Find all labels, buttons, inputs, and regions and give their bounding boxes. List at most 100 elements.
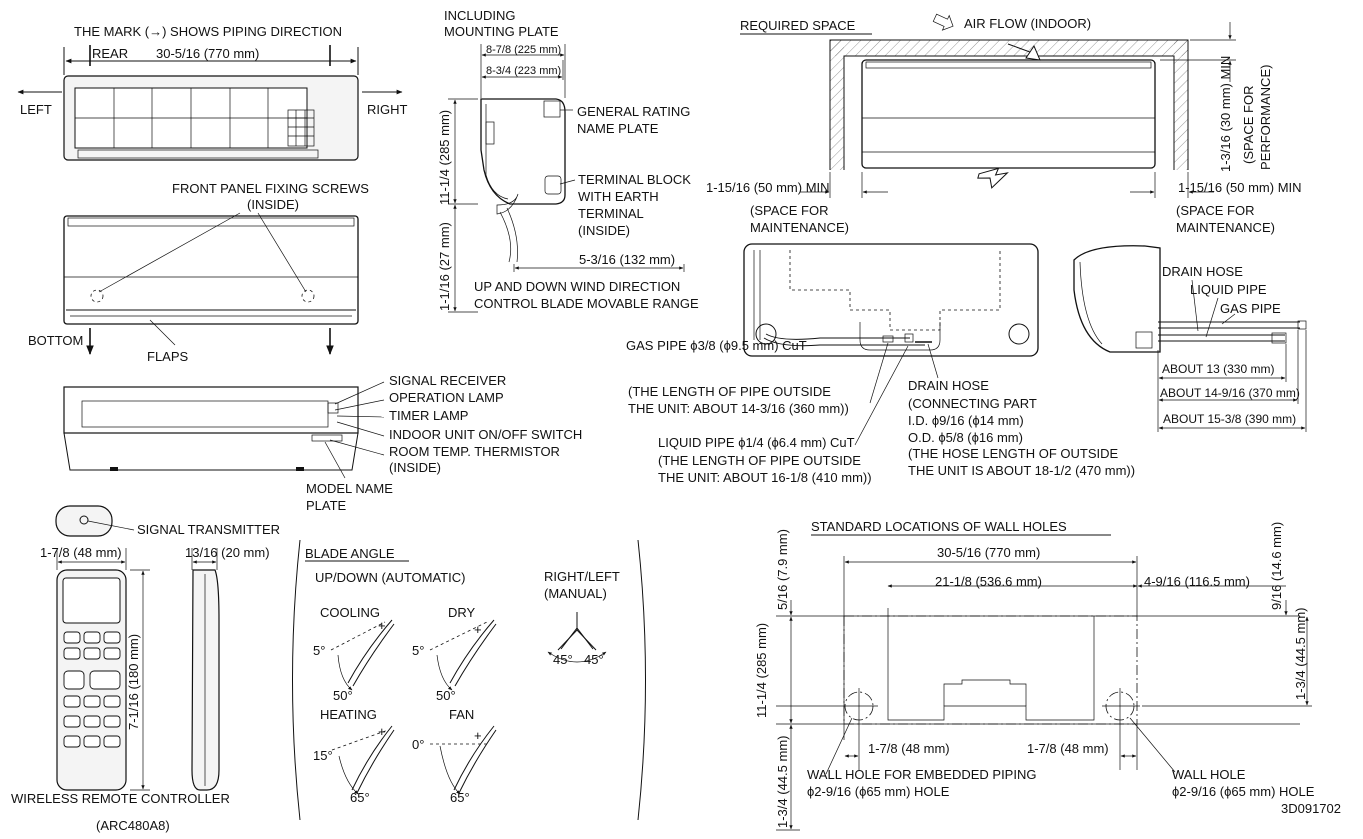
remote-display: [62, 577, 121, 624]
remote-controller: SIGNAL TRANSMITTER 1-7/8 (48 mm) 7-1/16 …: [11, 505, 280, 833]
flaps-label: FLAPS: [147, 349, 189, 364]
front-view: FRONT PANEL FIXING SCREWS (INSIDE) BOTTO…: [28, 181, 369, 364]
drain-hose-label-5: (THE HOSE LENGTH OF OUTSIDE: [908, 446, 1119, 461]
piping-view: GAS PIPE ϕ3/8 (ϕ9.5 mm) CuT (THE LENGTH …: [626, 243, 1135, 485]
air-flow-label: AIR FLOW (INDOOR): [964, 16, 1091, 31]
left-angle-45: 45°: [553, 652, 573, 667]
remote-keys: [63, 631, 121, 748]
right-label: RIGHT: [367, 102, 408, 117]
including-label: INCLUDING: [444, 8, 516, 23]
required-space-title: REQUIRED SPACE: [740, 18, 856, 33]
dry-label: DRY: [448, 605, 476, 620]
dry-angle-5: 5°: [412, 643, 424, 658]
blade-angle: BLADE ANGLE UP/DOWN (AUTOMATIC) RIGHT/LE…: [292, 539, 646, 821]
fan-plus: +: [474, 728, 482, 743]
right-angle-45: 45°: [584, 652, 604, 667]
liquid-pipe-label: LIQUID PIPE ϕ1/4 (ϕ6.4 mm) CuT: [658, 435, 855, 450]
fixing-screws-label: FRONT PANEL FIXING SCREWS: [172, 181, 369, 196]
gas-pipe-label-2: (THE LENGTH OF PIPE OUTSIDE: [628, 384, 831, 399]
blade-drop-dim: 1-1/16 (27 mm): [437, 222, 452, 311]
wall-height-dim: 11-1/4 (285 mm): [754, 623, 769, 718]
timer-lamp-label: TIMER LAMP: [389, 408, 468, 423]
depth-225-dim: 8-7/8 (225 mm): [486, 44, 561, 56]
dry-angle-50: 50°: [436, 688, 456, 703]
unit-in-space-outline: [861, 59, 1156, 169]
top-space-label-2: PERFORMANCE): [1258, 65, 1273, 170]
rating-plate-label-2: NAME PLATE: [577, 121, 659, 136]
fan-angle-0: 0°: [412, 737, 424, 752]
rear-label: REAR: [92, 46, 128, 61]
maintenance-left-label-2: MAINTENANCE): [750, 220, 849, 235]
drain-hose-label-6: THE UNIT IS ABOUT 18-1/2 (470 mm)): [908, 463, 1135, 478]
wall-hole-size: ϕ2-9/16 (ϕ65 mm) HOLE: [1172, 784, 1315, 799]
gas-pipe-label-3: THE UNIT: ABOUT 14-3/16 (360 mm)): [628, 401, 849, 416]
terminal-block-label: TERMINAL BLOCK: [578, 172, 691, 187]
remote-controller-title: WIRELESS REMOTE CONTROLLER: [11, 791, 230, 806]
updown-auto-label: UP/DOWN (AUTOMATIC): [315, 570, 465, 585]
side-drain-label: DRAIN HOSE: [1162, 264, 1243, 279]
drain-hose-label: DRAIN HOSE: [908, 378, 989, 393]
rating-plate-icon: [543, 100, 561, 118]
piping-direction-note: THE MARK (→) SHOWS PIPING DIRECTION: [74, 24, 342, 39]
fan-label: FAN: [449, 707, 474, 722]
embedded-hole-size: ϕ2-9/16 (ϕ65 mm) HOLE: [807, 784, 950, 799]
terminal-block-label-4: (INSIDE): [578, 223, 630, 238]
signal-transmitter-icon: [55, 505, 113, 537]
bottom-offset-445-dim: 1-3/4 (44.5 mm): [775, 736, 790, 828]
rc-width-dim: 1-7/8 (48 mm): [40, 545, 122, 560]
unit-side-profile: [480, 98, 566, 205]
right-hole-offset-dim: 1-7/8 (48 mm): [1027, 741, 1109, 756]
cooling-angle-50: 50°: [333, 688, 353, 703]
signal-receiver-label: SIGNAL RECEIVER: [389, 373, 506, 388]
left-label: LEFT: [20, 102, 52, 117]
maintenance-right-label-2: MAINTENANCE): [1176, 220, 1275, 235]
drawing-number: 3D091702: [1281, 801, 1341, 816]
side-space-left-dim: 1-15/16 (50 mm) MIN: [706, 180, 830, 195]
side-piping-view: DRAIN HOSE LIQUID PIPE GAS PIPE ABOUT 13…: [1073, 245, 1307, 432]
model-plate-label-2: PLATE: [306, 498, 347, 513]
cooling-label: COOLING: [320, 605, 380, 620]
fixing-screw-left-icon: [90, 289, 104, 303]
pipe-length-370: ABOUT 14-9/16 (370 mm): [1160, 386, 1300, 400]
model-plate-label: MODEL NAME: [306, 481, 393, 496]
fan-angle-65: 65°: [450, 790, 470, 805]
remote-side-outline: [191, 569, 220, 791]
dry-plus: +: [474, 622, 482, 637]
plate-width-dim: 21-1/8 (536.6 mm): [935, 574, 1042, 589]
unit-rear-outline: [743, 243, 1039, 357]
embedded-hole-label: WALL HOLE FOR EMBEDDED PIPING: [807, 767, 1036, 782]
terminal-block-label-3: TERMINAL: [578, 206, 644, 221]
wall-holes-title: STANDARD LOCATIONS OF WALL HOLES: [811, 519, 1067, 534]
side-gas-label: GAS PIPE: [1220, 301, 1281, 316]
drain-hose-label-3: I.D. ϕ9/16 (ϕ14 mm): [908, 413, 1024, 428]
fixing-screw-right-icon: [301, 289, 315, 303]
unit-height-dim: 11-1/4 (285 mm): [437, 110, 452, 205]
rating-plate-label: GENERAL RATING: [577, 104, 690, 119]
rightleft-label: RIGHT/LEFT: [544, 569, 620, 584]
heating-label: HEATING: [320, 707, 377, 722]
top-offset-146-dim: 9/16 (14.6 mm): [1269, 522, 1284, 610]
wind-blade-range-label: UP AND DOWN WIND DIRECTION: [474, 279, 680, 294]
drain-hose-label-2: (CONNECTING PART: [908, 396, 1037, 411]
terminal-block-icon: [544, 175, 562, 195]
top-view: THE MARK (→) SHOWS PIPING DIRECTION REAR…: [17, 24, 408, 161]
required-space: REQUIRED SPACE AIR FLOW (INDOOR) 1-15/16…: [706, 13, 1302, 235]
rightleft-blade-icon: [547, 612, 607, 663]
gas-pipe-label: GAS PIPE ϕ3/8 (ϕ9.5 mm) CuT: [626, 338, 807, 353]
liquid-pipe-label-2: (THE LENGTH OF PIPE OUTSIDE: [658, 453, 861, 468]
rc-depth-dim: 13/16 (20 mm): [185, 545, 270, 560]
terminal-block-label-2: WITH EARTH: [578, 189, 659, 204]
cooling-plus: +: [378, 618, 386, 633]
operation-lamp-label: OPERATION LAMP: [389, 390, 504, 405]
depth-223-dim: 8-3/4 (223 mm): [486, 65, 561, 77]
indoor-unit-bottom-outline: [63, 386, 359, 434]
rc-height-dim: 7-1/16 (180 mm): [126, 634, 141, 730]
remote-controller-model: (ARC480A8): [96, 818, 170, 833]
signal-transmitter-label: SIGNAL TRANSMITTER: [137, 522, 280, 537]
pipe-hole-left-icon: [755, 323, 777, 345]
hole-height-445-dim: 1-3/4 (44.5 mm): [1293, 608, 1308, 700]
maintenance-right-label: (SPACE FOR: [1176, 203, 1255, 218]
heating-angle-65: 65°: [350, 790, 370, 805]
plate-offset-dim: 4-9/16 (116.5 mm): [1144, 574, 1250, 589]
